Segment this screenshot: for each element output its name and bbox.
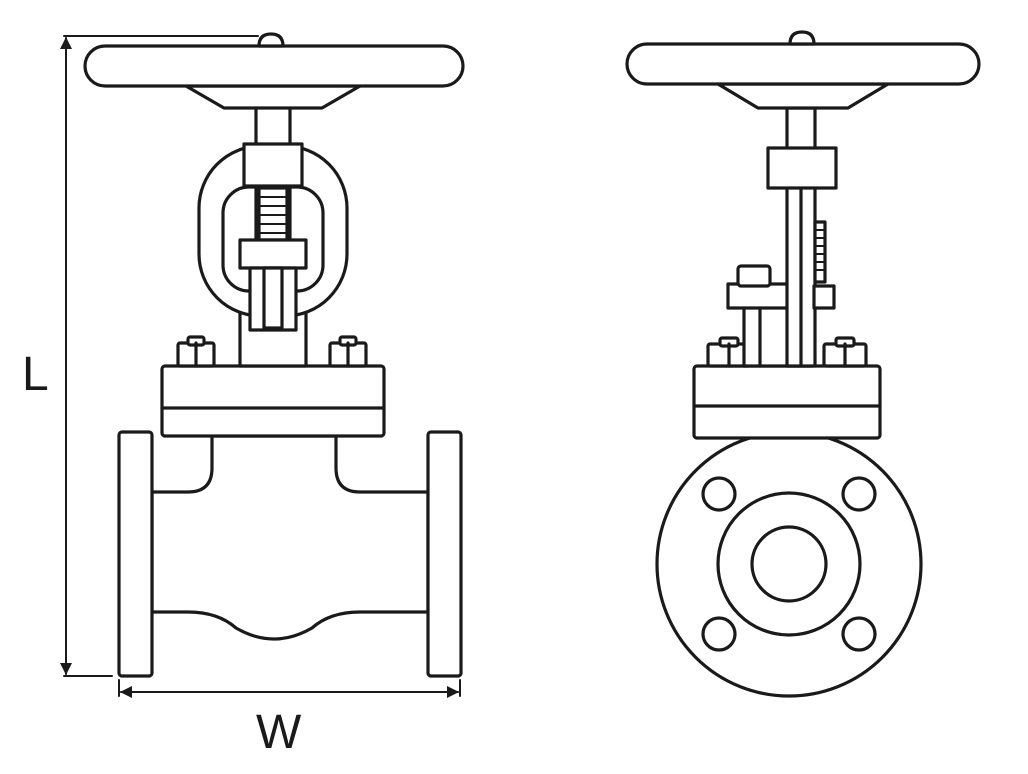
side-gland-nut [736,264,772,288]
dimension-length: L [22,35,259,677]
handwheel-hub [184,84,362,110]
side-bolt-right [822,336,868,368]
left-flange [117,430,154,678]
bonnet-flange [160,364,386,438]
bore [750,525,828,603]
side-stem-nut [766,146,838,190]
bonnet-bolt-left [176,335,216,368]
dimension-width: W [118,679,461,759]
length-label: L [22,348,49,401]
front-view [83,32,465,678]
bolt-hole-top-right [841,476,877,512]
right-flange [426,430,463,678]
side-handwheel-cap [788,30,816,46]
stem-thread [257,186,289,242]
side-handwheel [625,42,981,86]
side-view [625,30,981,698]
stem-nut [242,142,304,188]
side-handwheel-hub [716,82,890,110]
side-stem-thread [813,220,827,284]
side-bonnet-flange [692,364,882,440]
valve-body [150,434,430,641]
bolt-hole-bottom-left [701,616,737,652]
bolt-hole-top-left [701,476,737,512]
side-stop-block [812,284,836,310]
handwheel-cap [257,32,285,48]
width-label: W [256,706,302,759]
gland-nut [238,238,308,270]
handwheel [83,44,465,88]
bonnet-bolt-right [328,335,368,368]
side-bolt-left [706,336,752,368]
bolt-hole-bottom-right [841,616,877,652]
